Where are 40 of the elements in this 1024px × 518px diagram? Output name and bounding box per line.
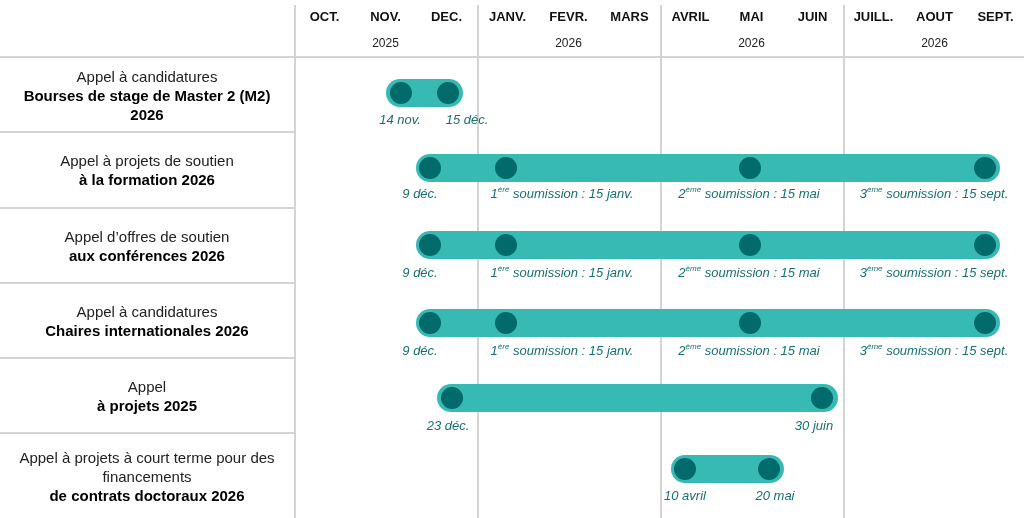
date-label: 10 avril (664, 487, 706, 503)
row-title: Appel à projets de soutien à la formation 2026 (60, 151, 234, 189)
row-title: Appel à projets 2025 (96, 376, 198, 415)
month-label: MAI (739, 8, 764, 24)
month-label: JANV. (488, 8, 527, 24)
month-label: NOV. (370, 8, 401, 24)
row-title: Appel d’offres de soutien aux conférences 2026 (64, 226, 230, 265)
month-label: SEPT. (977, 8, 1014, 24)
date-label: 9 déc. (402, 264, 438, 280)
date-label: 1$^{ère}$ soumission : 15 janv. (490, 264, 634, 280)
month-label: MARS (610, 8, 649, 24)
date-label: 2$^{ème}$ soumission : 15 mai (678, 185, 820, 201)
date-label: 30 juin (794, 417, 834, 433)
date-label: 1$^{ère}$ soumission : 15 janv. (490, 342, 634, 358)
date-label: 14 nov. (379, 111, 421, 127)
date-label: 9 déc. (402, 342, 438, 358)
date-label: 15 déc. (445, 111, 489, 127)
row-title: Appel à projets à court terme pour des financements de contrats doctoraux 2026 (18, 447, 276, 505)
date-label: 3$^{ème}$ soumission : 15 sept. (859, 185, 1009, 201)
year-label: 2026 (555, 36, 582, 50)
row-title: Appel à candidatures Chaires internationales 2026 (45, 301, 249, 340)
year-label: 2026 (921, 36, 948, 50)
date-label: 2$^{ème}$ soumission : 15 mai (678, 264, 820, 280)
row-title: Appel à candidatures Bourses de stage de Master 2 (M2) 2026 (22, 66, 272, 123)
date-label: 2$^{ème}$ soumission : 15 mai (678, 342, 820, 358)
month-label: JUILL. (853, 8, 894, 24)
month-label: DEC. (430, 8, 463, 24)
date-label: 9 déc. (402, 185, 438, 201)
date-label: 23 déc. (426, 417, 470, 433)
year-label: 2025 (372, 36, 399, 50)
month-label: OCT. (309, 8, 340, 24)
date-label: 3$^{ème}$ soumission : 15 sept. (859, 264, 1009, 280)
year-label: 2026 (738, 36, 765, 50)
month-label: AOUT (916, 8, 953, 24)
date-label: 1$^{ère}$ soumission : 15 janv. (490, 185, 634, 201)
month-label: AVRIL (671, 8, 710, 24)
date-label: 20 mai (755, 487, 795, 503)
month-label: FEVR. (549, 8, 588, 24)
date-label: 3$^{ème}$ soumission : 15 sept. (859, 342, 1009, 358)
month-label: JUIN (797, 8, 828, 24)
